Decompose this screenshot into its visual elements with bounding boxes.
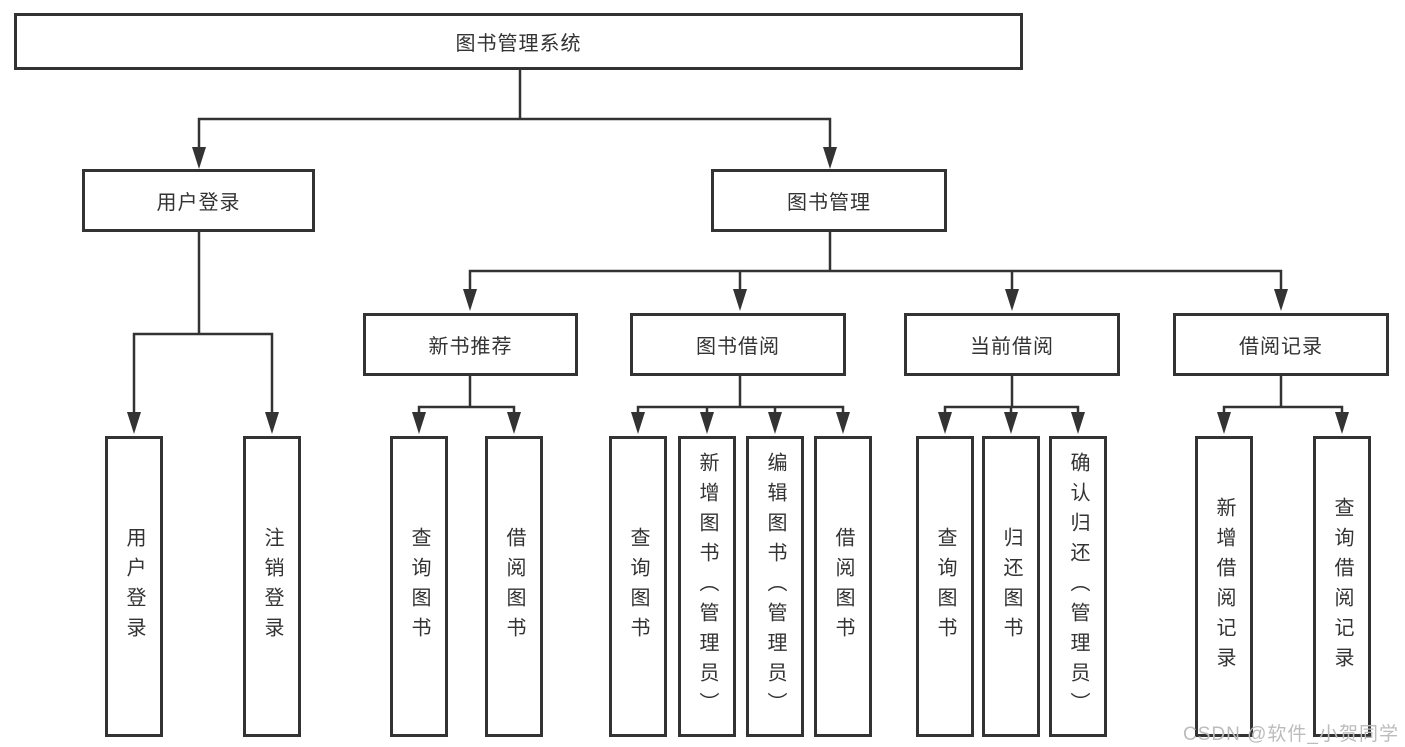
node-root-system: 图书管理系统 [14,13,1023,70]
leaf-query-book-recommend: 查询图书 [390,436,448,737]
leaf-edit-book-admin-label: 编辑图书（管理员） [764,451,786,722]
leaf-add-book-admin: 新增图书（管理员） [678,436,736,737]
leaf-return-book: 归还图书 [982,436,1040,737]
leaf-query-borrow-record-label: 查询借阅记录 [1331,496,1353,677]
leaf-confirm-return-admin-label: 确认归还（管理员） [1067,451,1089,722]
csdn-watermark: CSDN @软件_小贺同学 [1183,724,1399,745]
leaf-borrow-book: 借阅图书 [814,436,872,737]
leaf-confirm-return-admin: 确认归还（管理员） [1049,436,1107,737]
leaf-borrow-book-recommend-label: 借阅图书 [503,526,525,647]
node-current-borrow: 当前借阅 [904,313,1120,376]
leaf-query-borrow-record: 查询借阅记录 [1313,436,1371,737]
leaf-add-book-admin-label: 新增图书（管理员） [696,451,718,722]
leaf-logout: 注销登录 [243,436,301,737]
leaf-query-book-current-label: 查询图书 [934,526,956,647]
node-user-login: 用户登录 [82,169,315,232]
leaf-borrow-book-label: 借阅图书 [832,526,854,647]
leaf-query-book-recommend-label: 查询图书 [408,526,430,647]
node-book-management: 图书管理 [711,169,947,232]
node-borrow-record: 借阅记录 [1173,313,1389,376]
leaf-add-borrow-record: 新增借阅记录 [1195,436,1253,737]
leaf-add-borrow-record-label: 新增借阅记录 [1213,496,1235,677]
leaf-logout-label: 注销登录 [261,526,283,647]
leaf-query-book-current: 查询图书 [916,436,974,737]
leaf-borrow-book-recommend: 借阅图书 [485,436,543,737]
leaf-user-login: 用户登录 [105,436,163,737]
leaf-return-book-label: 归还图书 [1000,526,1022,647]
leaf-query-book-borrow: 查询图书 [609,436,667,737]
leaf-edit-book-admin: 编辑图书（管理员） [746,436,804,737]
node-new-book-recommend: 新书推荐 [363,313,578,376]
leaf-user-login-label: 用户登录 [123,526,145,647]
node-book-borrow: 图书借阅 [630,313,846,376]
leaf-query-book-borrow-label: 查询图书 [627,526,649,647]
